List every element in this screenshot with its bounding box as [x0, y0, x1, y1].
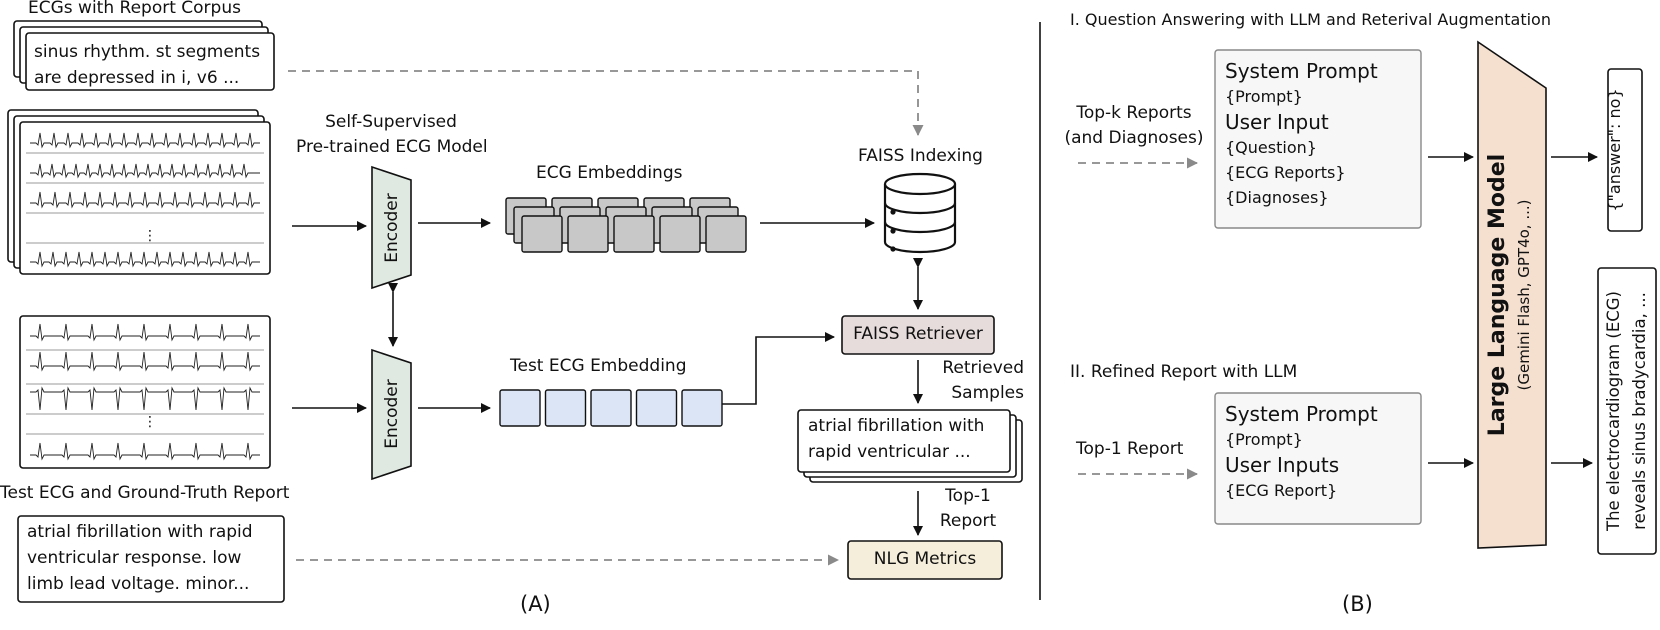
encoder-bottom-shape — [371, 348, 412, 481]
corpus-report-text: sinus rhythm. st segments are depressed … — [34, 39, 260, 91]
topk-line-1: Top-k Reports — [1076, 103, 1192, 123]
prompt2-text: System Prompt {Prompt} User Inputs {ECG … — [1225, 401, 1378, 503]
prompt2-prompt: {Prompt} — [1225, 430, 1303, 449]
test-ecg-embedding-row — [499, 389, 723, 427]
arrow-test-embedding-to-retriever — [722, 332, 835, 405]
ecg-embeddings-grid — [505, 197, 747, 253]
retrieved-samples-label: Retrieved Samples — [928, 356, 1024, 406]
prompt1-text: System Prompt {Prompt} User Input {Quest… — [1225, 58, 1378, 210]
section2-title: II. Refined Report with LLM — [1070, 362, 1298, 382]
corpus-report-line-1: sinus rhythm. st segments — [34, 42, 261, 62]
model-label-line-2: Pre-trained ECG Model — [296, 137, 488, 157]
prompt1-question: {Question} — [1225, 138, 1317, 157]
top1-report-label-b: Top-1 Report — [1076, 439, 1184, 459]
prompt1-prompt: {Prompt} — [1225, 87, 1303, 106]
embedding-cell — [521, 215, 563, 253]
test-embedding-cell — [681, 389, 723, 427]
test-embedding-cell — [635, 389, 678, 427]
retrieved-report-line-1: atrial fibrillation with — [808, 416, 985, 436]
llm-shape — [1477, 40, 1547, 549]
corpus-ecg-trace — [30, 251, 260, 268]
prompt1-system: System Prompt — [1225, 59, 1378, 83]
report-output-box — [1597, 267, 1657, 555]
corpus-title: ECGs with Report Corpus — [28, 0, 241, 18]
panel-a-label: (A) — [520, 592, 551, 616]
test-ecg-ellipsis: ⋮ — [143, 414, 157, 430]
answer-output-text: {"answer": no} — [1605, 88, 1624, 212]
model-label-line-1: Self-Supervised — [325, 112, 457, 132]
test-report-text: atrial fibrillation with rapid ventricul… — [27, 519, 253, 597]
topk-reports-label: Top-k Reports (and Diagnoses) — [1054, 101, 1214, 151]
retrieved-report-line-2: rapid ventricular ... — [808, 442, 971, 462]
prompt1-reports: {ECG Reports} — [1225, 163, 1346, 182]
corpus-report-stack — [13, 20, 275, 91]
section1-title: I. Question Answering with LLM and Reter… — [1070, 10, 1551, 29]
test-report-line-2: ventricular response. low — [27, 548, 242, 568]
faiss-indexing-label: FAISS Indexing — [858, 146, 983, 166]
corpus-ecg-stack — [7, 109, 271, 275]
test-ecg-panel — [19, 315, 271, 469]
test-ecg-trace — [30, 351, 260, 372]
test-report-box — [17, 515, 285, 603]
pretrained-model-label: Self-Supervised Pre-trained ECG Model — [296, 110, 488, 160]
prompt2-user: User Inputs — [1225, 453, 1340, 477]
top1-report-label: Top-1 Report — [928, 484, 1008, 534]
embedding-cell — [659, 215, 701, 253]
embedding-cell — [705, 215, 747, 253]
report-output-line-1: The electrocardiogram (ECG) — [1604, 291, 1623, 531]
retrieved-samples-line-1: Retrieved — [942, 358, 1024, 378]
corpus-ecg-trace — [30, 132, 260, 149]
answer-output-box — [1607, 68, 1643, 232]
nlg-metrics-label: NLG Metrics — [873, 549, 977, 569]
corpus-ecg-trace — [30, 191, 260, 209]
corpus-ecg-ellipsis: ⋮ — [143, 228, 157, 244]
corpus-ecg-trace — [30, 163, 260, 179]
encoder-top-shape — [371, 165, 412, 290]
test-ecg-embedding-label: Test ECG Embedding — [510, 356, 687, 376]
llm-subtitle: (Gemini Flash, GPT4o, ...) — [1515, 199, 1533, 391]
prompt-box-refine — [1214, 392, 1422, 525]
faiss-retriever-label: FAISS Retriever — [853, 324, 983, 344]
panel-b-label: (B) — [1342, 592, 1373, 616]
retrieved-report-stack — [797, 409, 1023, 483]
top1-line-1: Top-1 — [945, 486, 991, 506]
prompt2-report: {ECG Report} — [1225, 481, 1338, 500]
test-report-line-3: limb lead voltage. minor... — [27, 574, 250, 594]
retrieved-report-text: atrial fibrillation with rapid ventricul… — [808, 413, 984, 465]
test-embedding-cell — [590, 389, 632, 427]
test-embedding-cell — [499, 389, 541, 427]
corpus-report-line-2: are depressed in i, v6 ... — [34, 68, 240, 88]
llm-label: Large Language Model (Gemini Flash, GPT4… — [1483, 145, 1541, 445]
prompt2-system: System Prompt — [1225, 402, 1378, 426]
top1-line-2: Report — [939, 511, 997, 531]
test-ecg-trace — [30, 386, 260, 411]
test-report-line-1: atrial fibrillation with rapid — [27, 522, 253, 542]
test-ecg-trace — [30, 323, 260, 342]
database-icon — [883, 172, 957, 254]
retrieved-samples-line-2: Samples — [951, 383, 1024, 403]
faiss-retriever-box — [841, 315, 995, 355]
encoder-bottom-label: Encoder — [382, 379, 402, 449]
dashed-arrow-corpus-to-index — [288, 70, 924, 136]
encoder-top-label: Encoder — [382, 193, 402, 263]
embedding-cell — [613, 215, 655, 253]
llm-title: Large Language Model — [1485, 153, 1510, 437]
ecg-embeddings-label: ECG Embeddings — [536, 163, 683, 183]
test-ecg-trace — [30, 442, 260, 461]
nlg-metrics-box — [847, 540, 1003, 580]
report-output-line-2: reveals sinus bradycardia, ... — [1630, 292, 1649, 530]
test-ecg-title: Test ECG and Ground-Truth Report — [0, 483, 290, 503]
embedding-cell — [567, 215, 609, 253]
prompt1-diagnoses: {Diagnoses} — [1225, 188, 1329, 207]
test-embedding-cell — [544, 389, 587, 427]
prompt1-user: User Input — [1225, 110, 1329, 134]
topk-line-2: (and Diagnoses) — [1064, 128, 1204, 148]
prompt-box-qa — [1214, 49, 1422, 229]
report-output-text: The electrocardiogram (ECG) reveals sinu… — [1601, 271, 1653, 551]
